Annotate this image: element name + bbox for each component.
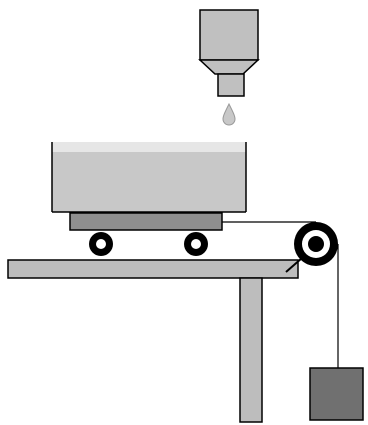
pulley xyxy=(294,222,338,266)
hopper-nozzle xyxy=(217,73,245,97)
hopper-body xyxy=(199,9,259,61)
tank-upper xyxy=(52,142,246,152)
sand-drop xyxy=(222,102,236,126)
tank-fill xyxy=(52,150,246,212)
table-top xyxy=(7,259,299,279)
table-leg xyxy=(239,277,263,423)
cart-base xyxy=(69,212,223,231)
hopper-taper xyxy=(198,59,260,75)
hanging-mass xyxy=(309,367,364,421)
cart-wheel-right xyxy=(184,232,208,256)
cart-wheel-left xyxy=(89,232,113,256)
cart xyxy=(51,142,247,256)
hopper xyxy=(198,9,260,97)
